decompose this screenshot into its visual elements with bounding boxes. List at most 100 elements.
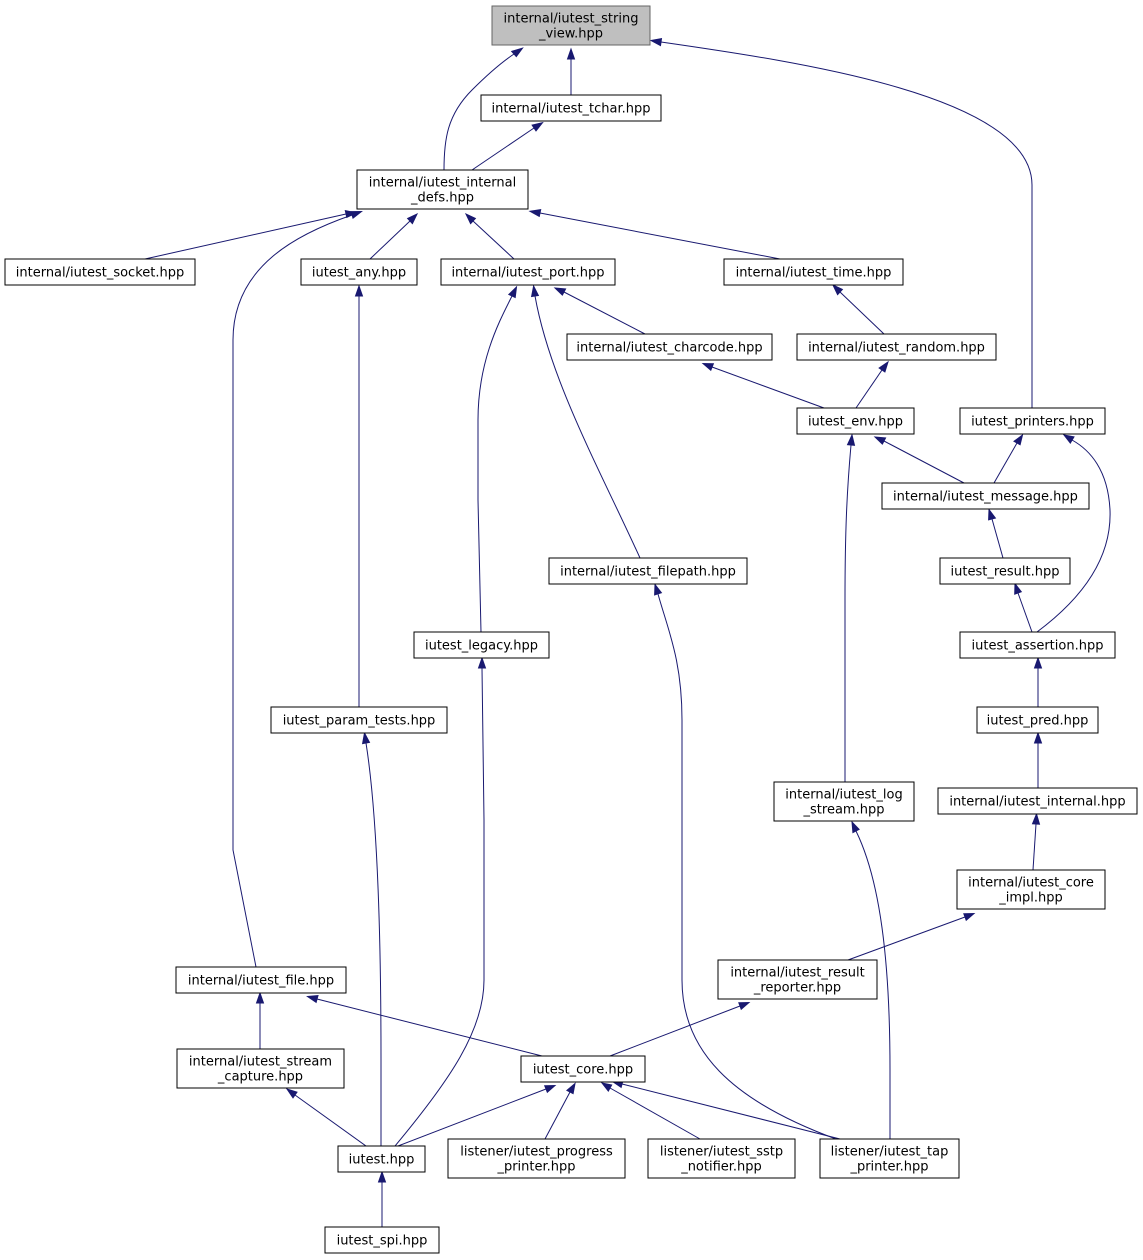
node-label: _reporter.hpp (753, 981, 841, 996)
edge-filepath-to-port (530, 284, 641, 559)
edge-spi-to-iutest (377, 1170, 387, 1227)
arrowhead (600, 1082, 613, 1093)
node-label: listener/iutest_sstp (660, 1145, 783, 1160)
node-box (717, 959, 878, 1000)
edge-line (563, 291, 646, 335)
edge-assertion-to-result (1014, 582, 1033, 633)
node-box (491, 5, 651, 46)
node-string_view[interactable]: internal/iutest_string_view.hpp (491, 5, 651, 46)
arrowhead (350, 210, 363, 220)
node-port[interactable]: internal/iutest_port.hpp (440, 258, 616, 286)
edge-line (1036, 439, 1111, 633)
arrowhead (464, 212, 477, 225)
node-box (300, 258, 418, 286)
node-core[interactable]: iutest_core.hpp (520, 1055, 646, 1083)
node-label: _view.hpp (538, 27, 603, 42)
node-log_stream[interactable]: internal/iutest_log_stream.hpp (773, 781, 915, 822)
node-socket[interactable]: internal/iutest_socket.hpp (4, 258, 196, 286)
node-box (959, 631, 1116, 659)
arrowhead (1014, 582, 1023, 595)
arrowhead (354, 284, 364, 297)
edge-line (397, 1088, 547, 1147)
edge-result_reporter-to-core_impl (847, 912, 976, 961)
edge-env-to-random (855, 360, 889, 409)
node-iutest[interactable]: iutest.hpp (337, 1145, 426, 1173)
node-box (356, 169, 529, 210)
node-box (176, 1048, 345, 1089)
node-spi[interactable]: iutest_spi.hpp (324, 1226, 440, 1254)
node-label: internal/iutest_internal (369, 176, 516, 191)
node-box (270, 706, 448, 734)
node-box (413, 631, 550, 659)
node-progress[interactable]: listener/iutest_progress_printer.hpp (447, 1138, 626, 1179)
edge-assertion-to-printers (1036, 434, 1111, 633)
node-env[interactable]: iutest_env.hpp (796, 407, 915, 435)
edge-message-to-env (873, 436, 965, 484)
edge-tchar-to-string_view (566, 47, 576, 95)
node-tap[interactable]: listener/iutest_tap_printer.hpp (819, 1138, 960, 1179)
node-box (959, 407, 1106, 435)
arrowhead (701, 362, 715, 372)
node-box (956, 869, 1106, 910)
node-label: internal/iutest_result (730, 966, 864, 981)
edge-line (855, 830, 891, 1139)
node-file[interactable]: internal/iutest_file.hpp (175, 966, 347, 994)
node-box (337, 1145, 426, 1173)
node-box (819, 1138, 960, 1179)
arrowhead (988, 508, 997, 521)
edge-tap-to-log_stream (851, 820, 891, 1139)
node-label: iutest.hpp (349, 1153, 415, 1168)
node-core_impl[interactable]: internal/iutest_core_impl.hpp (956, 869, 1106, 910)
edge-sstp-to-core (600, 1082, 701, 1140)
node-label: internal/iutest_port.hpp (451, 266, 604, 281)
edge-line (369, 220, 411, 260)
edge-pred-to-assertion (1033, 656, 1043, 707)
edge-line (294, 1094, 367, 1147)
arrowhead (873, 436, 887, 445)
node-tchar[interactable]: internal/iutest_tchar.hpp (480, 94, 662, 122)
node-assertion[interactable]: iutest_assertion.hpp (959, 631, 1116, 659)
node-result[interactable]: iutest_result.hpp (939, 557, 1071, 585)
edge-log_stream-to-env (844, 433, 856, 782)
node-internal_defs[interactable]: internal/iutest_internal_defs.hpp (356, 169, 529, 210)
arrowhead (566, 47, 576, 60)
edge-random-to-time (831, 283, 885, 335)
edge-file-to-internal_defs (232, 210, 363, 968)
edge-line (534, 295, 641, 559)
node-box (548, 557, 748, 585)
node-box (796, 407, 915, 435)
node-box (175, 966, 347, 994)
arrowhead (507, 285, 518, 299)
arrowhead (361, 731, 371, 745)
node-label: iutest_pred.hpp (987, 714, 1089, 729)
node-internal[interactable]: internal/iutest_internal.hpp (937, 787, 1138, 815)
node-label: _impl.hpp (998, 891, 1063, 906)
node-box (4, 258, 196, 286)
node-random[interactable]: internal/iutest_random.hpp (796, 333, 997, 361)
node-time[interactable]: internal/iutest_time.hpp (723, 258, 904, 286)
arrowhead (531, 121, 544, 132)
node-filepath[interactable]: internal/iutest_filepath.hpp (548, 557, 748, 585)
node-param_tests[interactable]: iutest_param_tests.hpp (270, 706, 448, 734)
node-label: internal/iutest_string (504, 12, 639, 27)
node-result_reporter[interactable]: internal/iutest_result_reporter.hpp (717, 959, 878, 1000)
node-label: internal/iutest_socket.hpp (16, 266, 185, 281)
edge-line (993, 442, 1018, 484)
node-label: listener/iutest_progress (460, 1145, 613, 1160)
arrowhead (377, 1170, 387, 1183)
node-box (976, 706, 1099, 734)
node-sstp[interactable]: listener/iutest_sstp_notifier.hpp (647, 1138, 796, 1179)
node-pred[interactable]: iutest_pred.hpp (976, 706, 1099, 734)
node-stream_capture[interactable]: internal/iutest_stream_capture.hpp (176, 1048, 345, 1089)
node-message[interactable]: internal/iutest_message.hpp (881, 482, 1090, 510)
node-legacy[interactable]: iutest_legacy.hpp (413, 631, 550, 659)
node-printers[interactable]: iutest_printers.hpp (959, 407, 1106, 435)
edge-progress-to-core (544, 1082, 576, 1140)
arrowhead (738, 1001, 751, 1011)
node-label: internal/iutest_time.hpp (736, 266, 892, 281)
edge-tap-to-core (611, 1080, 841, 1140)
edge-line (839, 291, 885, 335)
edge-line (609, 1087, 701, 1140)
node-charcode[interactable]: internal/iutest_charcode.hpp (566, 333, 773, 361)
node-any[interactable]: iutest_any.hpp (300, 258, 418, 286)
